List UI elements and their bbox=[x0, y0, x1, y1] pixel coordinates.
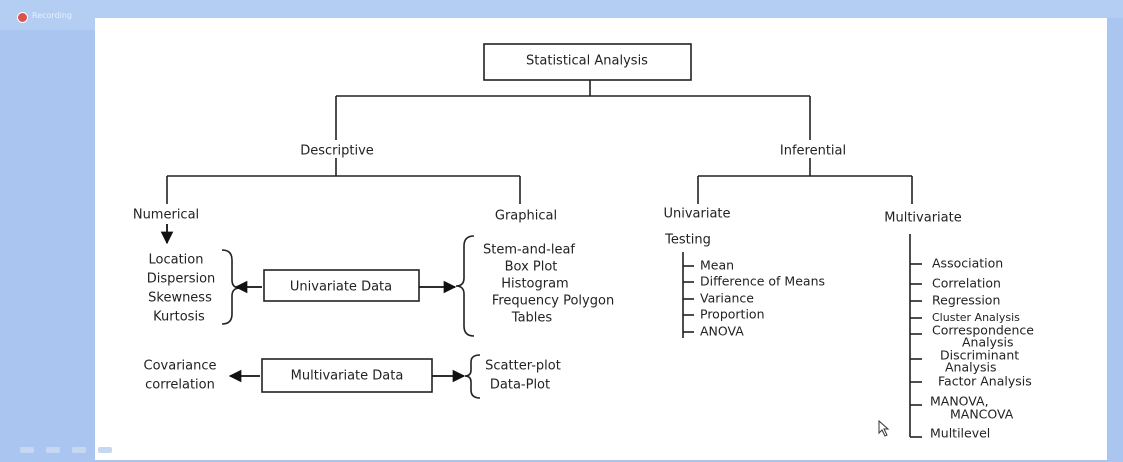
multivariate-item-mancova: MANCOVA bbox=[950, 407, 1014, 422]
graphical-item: Tables bbox=[511, 311, 553, 326]
multivariate-item-discriminant-2: Analysis bbox=[945, 360, 997, 375]
mouse-cursor-icon bbox=[878, 419, 890, 437]
testing-label: Testing bbox=[664, 233, 711, 248]
record-icon[interactable] bbox=[17, 12, 28, 23]
testing-item: Variance bbox=[700, 291, 754, 306]
graphical-item: Stem-and-leaf bbox=[483, 243, 575, 258]
numerical-item: Location bbox=[149, 253, 204, 268]
multivariate-item-manova: MANOVA, bbox=[930, 394, 989, 409]
menu-icon[interactable] bbox=[72, 447, 86, 453]
multivariate-item-regression: Regression bbox=[932, 293, 1000, 308]
pen-icon[interactable] bbox=[46, 447, 60, 453]
prev-slide-icon[interactable] bbox=[20, 447, 34, 453]
graphical-item: Box Plot bbox=[505, 260, 558, 275]
multivariate-item-correlation: Correlation bbox=[932, 276, 1001, 291]
numerical-label: Numerical bbox=[133, 208, 199, 223]
multivariate-brace bbox=[464, 354, 481, 399]
numerical-item: Dispersion bbox=[147, 272, 216, 287]
multivariate-item-discriminant: Discriminant bbox=[940, 348, 1019, 363]
root-box bbox=[483, 43, 692, 81]
multivariate-label: Multivariate bbox=[884, 211, 961, 226]
multivariate-left-item: correlation bbox=[145, 378, 215, 393]
inferential-label: Inferential bbox=[780, 144, 846, 159]
testing-item: Mean bbox=[700, 258, 734, 273]
right-margin bbox=[1107, 18, 1123, 462]
multivariate-item-factor: Factor Analysis bbox=[938, 374, 1032, 389]
multivariate-item-multilevel: Multilevel bbox=[930, 426, 990, 441]
next-slide-icon[interactable] bbox=[98, 447, 112, 453]
numerical-item: Skewness bbox=[148, 291, 212, 306]
univariate-data-label: Univariate Data bbox=[290, 280, 392, 295]
univariate-data-box bbox=[263, 269, 420, 302]
univariate-label: Univariate bbox=[663, 207, 730, 222]
testing-item: Difference of Means bbox=[700, 274, 825, 289]
multivariate-left-item: Covariance bbox=[144, 359, 217, 374]
descriptive-label: Descriptive bbox=[300, 144, 374, 159]
multivariate-item-correspondence-2: Analysis bbox=[962, 335, 1014, 350]
testing-item: Proportion bbox=[700, 307, 765, 322]
graphical-label: Graphical bbox=[495, 209, 557, 224]
testing-item: ANOVA bbox=[700, 324, 744, 339]
graphical-item: Histogram bbox=[501, 277, 568, 292]
graphical-brace bbox=[455, 235, 475, 337]
graphical-item: Frequency Polygon bbox=[492, 294, 614, 309]
multivariate-item-association: Association bbox=[932, 256, 1003, 271]
multivariate-data-label: Multivariate Data bbox=[291, 369, 404, 384]
multivariate-right-item: Scatter-plot bbox=[485, 359, 561, 374]
slide-canvas bbox=[95, 18, 1107, 460]
multivariate-right-item: Data-Plot bbox=[490, 378, 550, 393]
multivariate-item-cluster: Cluster Analysis bbox=[932, 311, 1020, 324]
numerical-item: Kurtosis bbox=[153, 310, 205, 325]
root-label: Statistical Analysis bbox=[526, 54, 648, 69]
left-margin bbox=[0, 30, 95, 462]
multivariate-item-correspondence: Correspondence bbox=[932, 323, 1034, 338]
recording-label: Recording bbox=[32, 11, 73, 20]
